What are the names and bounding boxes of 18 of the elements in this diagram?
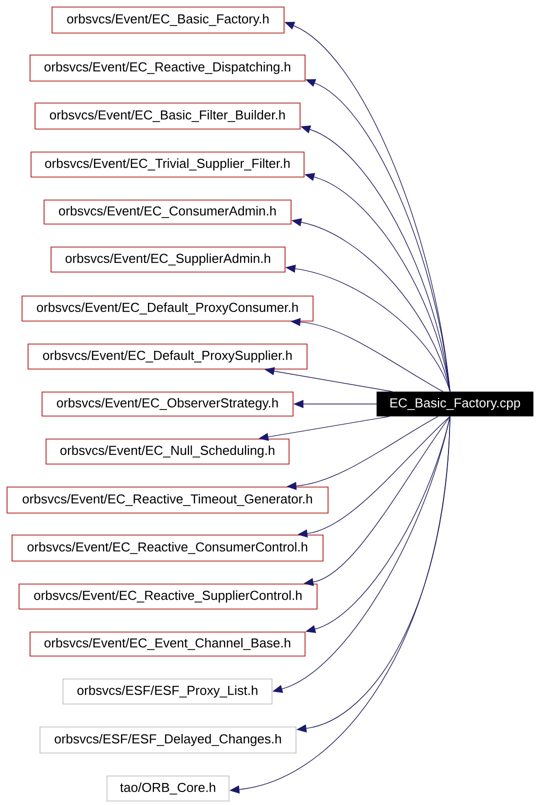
file-box: orbsvcs/Event/EC_Reactive_SupplierControl.h <box>18 584 318 610</box>
file-box: orbsvcs/Event/EC_Reactive_Timeout_Generator.h <box>6 486 328 514</box>
file-box: orbsvcs/Event/EC_Default_ProxySupplier.h <box>28 344 308 370</box>
file-box: orbsvcs/Event/EC_Basic_Filter_Builder.h <box>34 102 300 130</box>
file-box: orbsvcs/Event/EC_SupplierAdmin.h <box>50 246 286 272</box>
file-box: orbsvcs/Event/EC_Default_ProxyConsumer.h <box>22 296 314 322</box>
file-box: orbsvcs/Event/EC_ConsumerAdmin.h <box>44 200 292 224</box>
file-box: orbsvcs/Event/EC_Basic_Factory.h <box>52 6 284 34</box>
file-box: orbsvcs/Event/EC_ObserverStrategy.h <box>42 392 294 416</box>
file-box: orbsvcs/ESF/ESF_Delayed_Changes.h <box>40 726 296 754</box>
file-box: orbsvcs/Event/EC_Trivial_Supplier_Filter.h <box>30 152 304 178</box>
file-box: tao/ORB_Core.h <box>106 776 230 802</box>
file-box: EC_Basic_Factory.cpp <box>376 392 534 416</box>
file-box: orbsvcs/Event/EC_Event_Channel_Base.h <box>30 632 306 656</box>
file-box: orbsvcs/Event/EC_Reactive_Dispatching.h <box>30 54 306 82</box>
file-box: orbsvcs/ESF/ESF_Proxy_List.h <box>62 678 272 704</box>
file-box: orbsvcs/Event/EC_Reactive_ConsumerControl.h <box>12 534 324 562</box>
file-box: orbsvcs/Event/EC_Null_Scheduling.h <box>46 438 290 464</box>
